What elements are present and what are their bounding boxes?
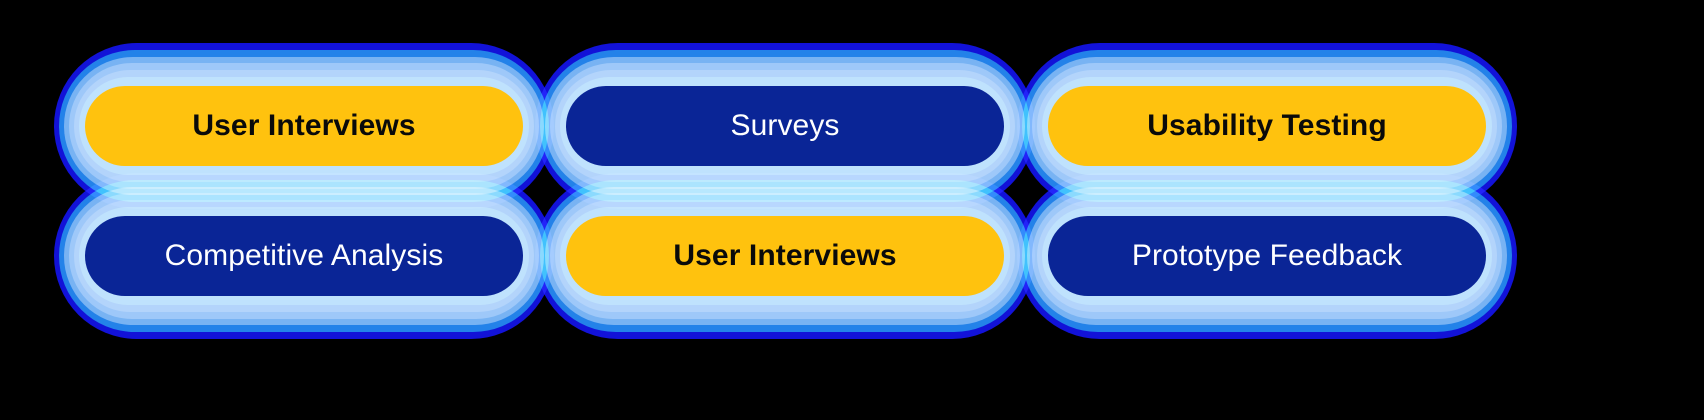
pill-item[interactable]: Prototype Feedback — [1017, 173, 1517, 339]
pill-item[interactable]: User Interviews — [535, 173, 1035, 339]
pill-button-usability-testing[interactable]: Usability Testing — [1048, 86, 1486, 166]
pill-button-competitive-analysis[interactable]: Competitive Analysis — [85, 216, 523, 296]
pill-label: Prototype Feedback — [1131, 239, 1403, 272]
pill-label: User Interviews — [673, 239, 897, 272]
pill-item[interactable]: Surveys — [535, 43, 1035, 209]
pill-button-prototype-feedback[interactable]: Prototype Feedback — [1048, 216, 1486, 296]
pill-label: User Interviews — [192, 109, 416, 142]
pill-item[interactable]: Competitive Analysis — [54, 173, 554, 339]
pill-label: Usability Testing — [1147, 109, 1387, 142]
pill-item[interactable]: Usability Testing — [1017, 43, 1517, 209]
pill-item[interactable]: User Interviews — [54, 43, 554, 209]
pill-button-user-interviews-a[interactable]: User Interviews — [85, 86, 523, 166]
pill-button-user-interviews-b[interactable]: User Interviews — [566, 216, 1004, 296]
pill-label: Surveys — [730, 109, 840, 142]
pill-label: Competitive Analysis — [164, 239, 444, 272]
pill-button-surveys[interactable]: Surveys — [566, 86, 1004, 166]
